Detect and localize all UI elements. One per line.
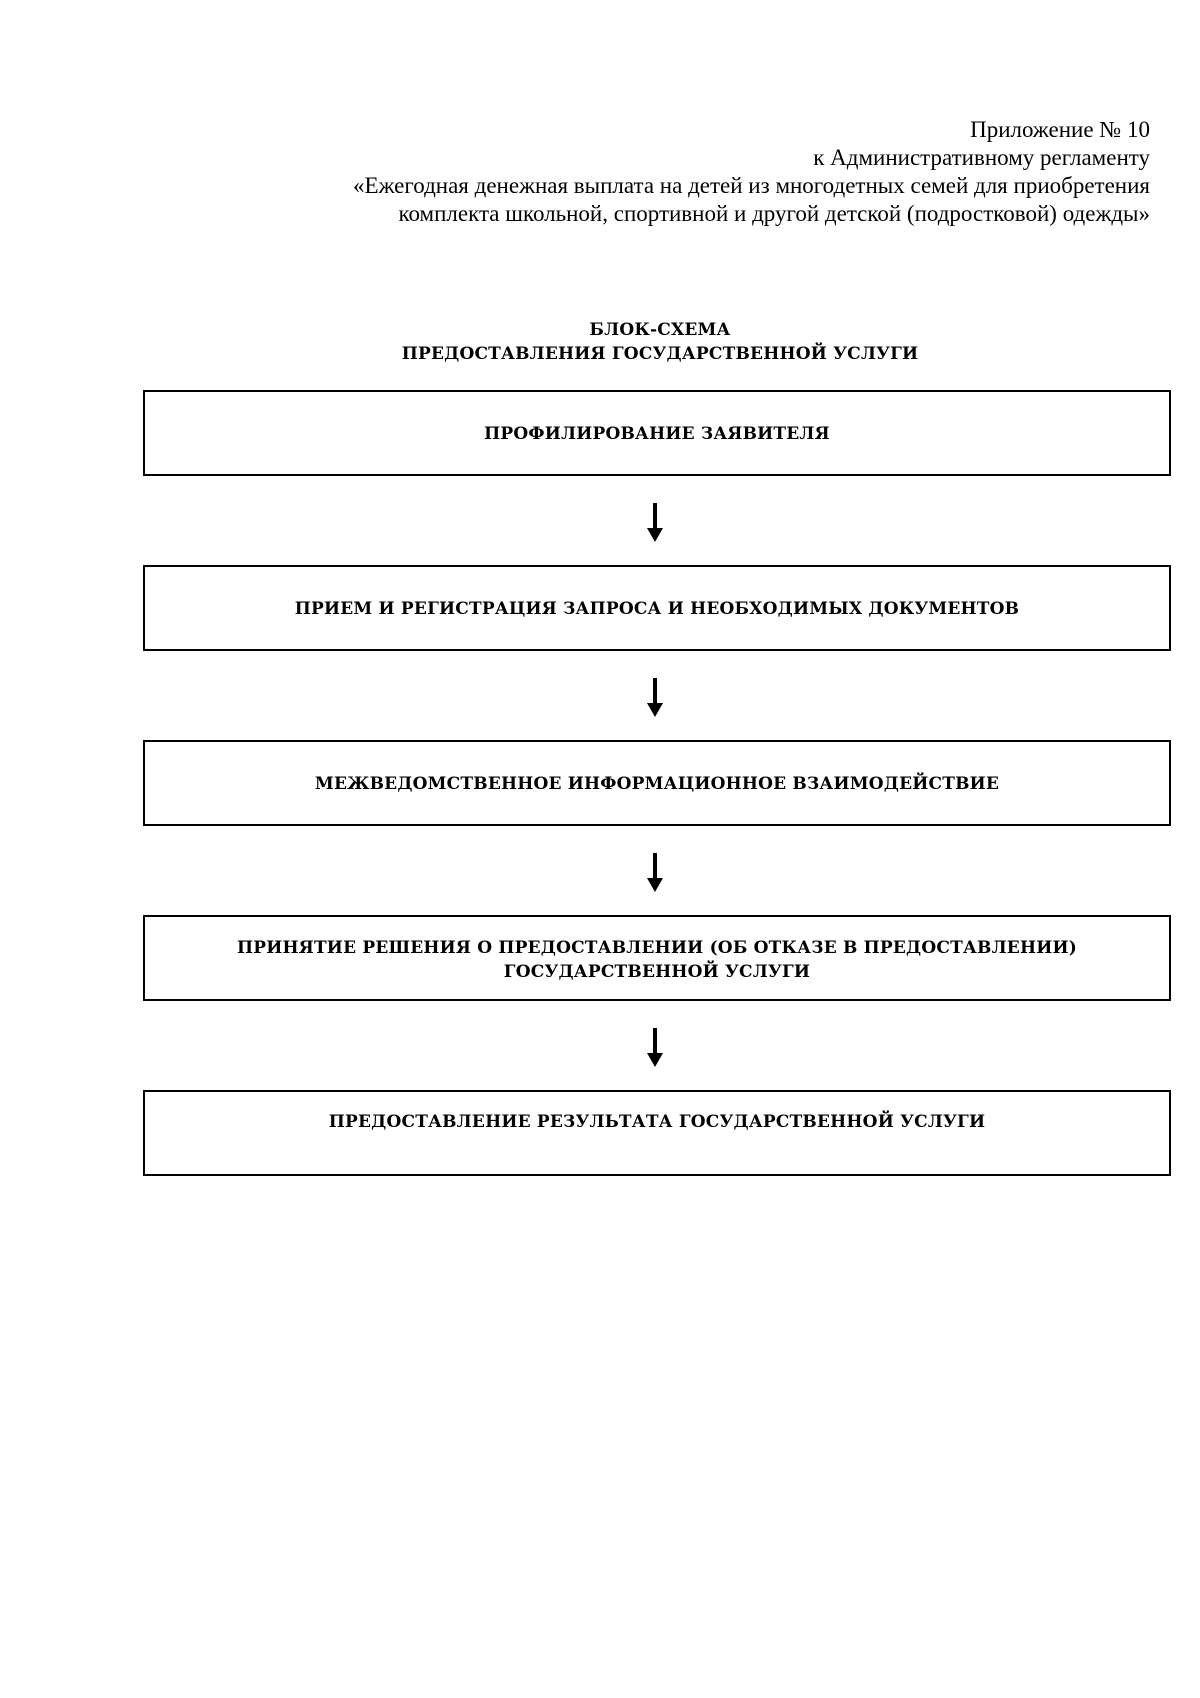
flow-step-applicant-profiling: ПРОФИЛИРОВАНИЕ ЗАЯВИТЕЛЯ <box>143 390 1171 476</box>
arrow-down-icon <box>647 678 663 717</box>
arrow-down-icon <box>647 503 663 542</box>
annex-regulation-title-line2: комплекта школьной, спортивной и другой … <box>398 201 1150 226</box>
annex-number: Приложение № 10 <box>970 117 1150 142</box>
arrow-down-icon <box>647 1028 663 1067</box>
flow-step-result-delivery: ПРЕДОСТАВЛЕНИЕ РЕЗУЛЬТАТА ГОСУДАРСТВЕННО… <box>143 1090 1171 1176</box>
flow-step-label: ПРОФИЛИРОВАНИЕ ЗАЯВИТЕЛЯ <box>484 424 830 444</box>
flow-step-label-line1: ПРИНЯТИЕ РЕШЕНИЯ О ПРЕДОСТАВЛЕНИИ (ОБ ОТ… <box>237 938 1077 958</box>
scheme-title: БЛОК-СХЕМА ПРЕДОСТАВЛЕНИЯ ГОСУДАРСТВЕННО… <box>0 318 1200 366</box>
arrow-down-icon <box>647 853 663 892</box>
flow-step-label: ПРИЕМ И РЕГИСТРАЦИЯ ЗАПРОСА И НЕОБХОДИМЫ… <box>294 599 1020 619</box>
annex-regulation-ref: к Административному регламенту <box>813 145 1150 170</box>
flow-step-interagency-interaction: МЕЖВЕДОМСТВЕННОЕ ИНФОРМАЦИОННОЕ ВЗАИМОДЕ… <box>143 740 1171 826</box>
flow-step-request-registration: ПРИЕМ И РЕГИСТРАЦИЯ ЗАПРОСА И НЕОБХОДИМЫ… <box>143 565 1171 651</box>
annex-regulation-title-line1: «Ежегодная денежная выплата на детей из … <box>353 173 1150 198</box>
annex-header: Приложение № 10 к Административному регл… <box>250 116 1150 228</box>
scheme-title-line2: ПРЕДОСТАВЛЕНИЯ ГОСУДАРСТВЕННОЙ УСЛУГИ <box>401 344 919 364</box>
flow-step-label: ПРИНЯТИЕ РЕШЕНИЯ О ПРЕДОСТАВЛЕНИИ (ОБ ОТ… <box>145 936 1169 984</box>
flow-step-label: ПРЕДОСТАВЛЕНИЕ РЕЗУЛЬТАТА ГОСУДАРСТВЕННО… <box>328 1112 986 1132</box>
flow-step-decision: ПРИНЯТИЕ РЕШЕНИЯ О ПРЕДОСТАВЛЕНИИ (ОБ ОТ… <box>143 915 1171 1001</box>
flow-step-label-line2: ГОСУДАРСТВЕННОЙ УСЛУГИ <box>503 962 811 982</box>
scheme-title-line1: БЛОК-СХЕМА <box>589 320 731 340</box>
flow-step-label: МЕЖВЕДОМСТВЕННОЕ ИНФОРМАЦИОННОЕ ВЗАИМОДЕ… <box>314 774 1000 794</box>
